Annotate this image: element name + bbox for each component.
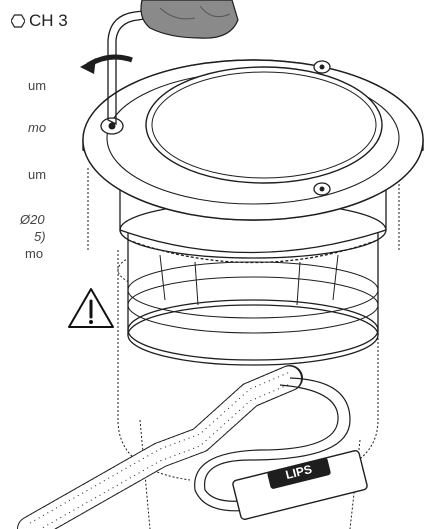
wires [194,377,351,512]
gloved-hand [140,0,239,39]
connector: LIPS [232,450,368,520]
side-text-fragment-2: mo [28,120,47,135]
hexagon-outline-icon [11,14,25,28]
side-text-fragment-1: um [28,78,47,93]
cable [17,365,303,529]
tool-size-label: CH 3 [11,11,68,31]
tool-size-text: CH 3 [29,11,68,30]
warning-triangle-icon [68,288,114,328]
bezel [82,59,424,221]
rotate-arrow-icon [80,54,133,74]
screw-icon [100,60,331,196]
allen-key-icon [107,9,151,126]
side-text-fragment-3: um [28,167,47,182]
side-text-fragment-6: mo [25,246,44,261]
luminaire-body [127,214,379,366]
side-text-fragment-4: Ø20 [20,212,45,227]
side-text-fragment-5: 5) [34,229,46,244]
connector-logo: LIPS [284,462,313,482]
